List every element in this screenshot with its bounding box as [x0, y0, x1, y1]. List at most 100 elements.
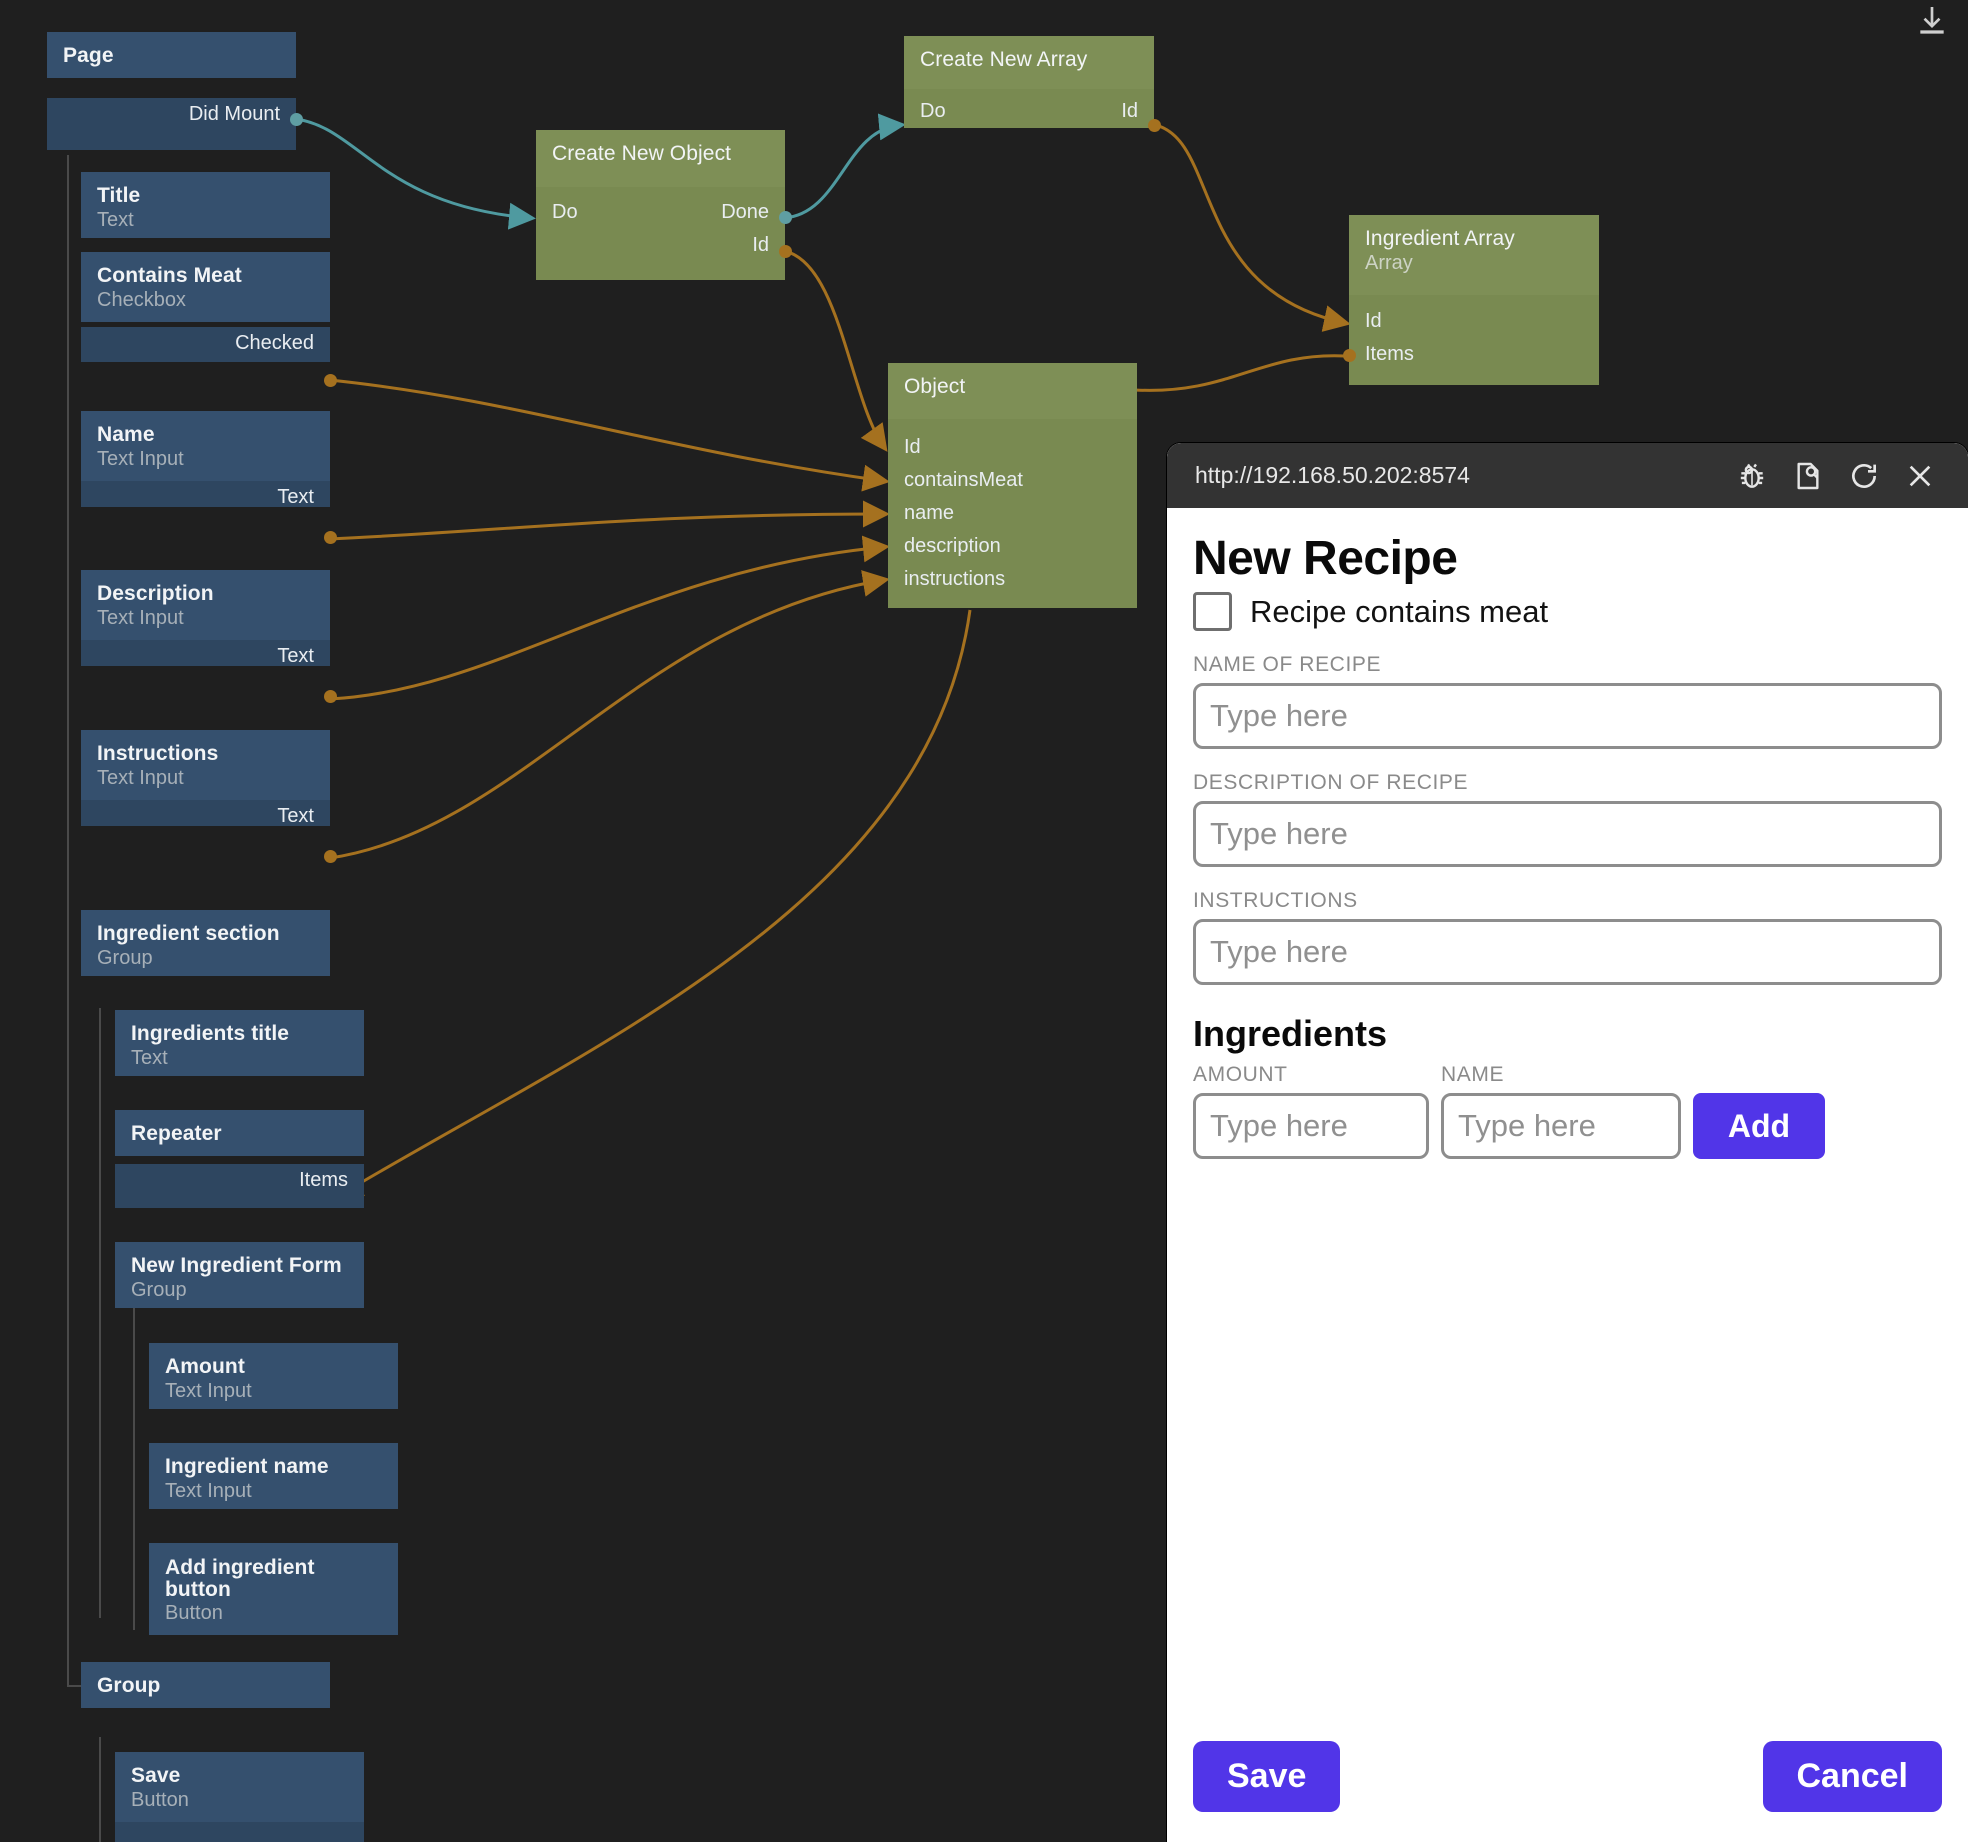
port-do[interactable]: Do	[552, 201, 578, 223]
port-text[interactable]: Text	[277, 805, 314, 826]
node-subtitle: Text	[131, 1047, 168, 1070]
node-ingredient-section[interactable]: Ingredient section Group	[81, 910, 330, 976]
node-ingredient-name[interactable]: Ingredient name Text Input	[149, 1443, 398, 1509]
node-title: Add ingredient button	[165, 1556, 315, 1602]
port-dot[interactable]	[290, 113, 303, 126]
node-new-ingredient-form[interactable]: New Ingredient Form Group	[115, 1242, 364, 1308]
node-create-new-object[interactable]: Create New Object Do Done Id	[536, 130, 785, 280]
contains-meat-row[interactable]: Recipe contains meat	[1193, 592, 1942, 632]
node-header: Instructions Text Input	[81, 730, 330, 801]
save-button[interactable]: Save	[1193, 1741, 1341, 1812]
port-done[interactable]: Done	[721, 201, 769, 223]
node-subtitle: Array	[1365, 252, 1413, 275]
port-dot[interactable]	[1343, 349, 1356, 362]
url-text[interactable]: http://192.168.50.202:8574	[1195, 462, 1470, 488]
port-id[interactable]: Id	[752, 234, 769, 256]
tree-guide	[67, 1685, 89, 1687]
node-create-new-array[interactable]: Create New Array Do Id	[904, 36, 1154, 128]
field-name-of-recipe: NAME OF RECIPE Type here	[1193, 653, 1942, 771]
inspect-page-icon[interactable]	[1784, 452, 1832, 500]
port-name[interactable]: name	[904, 502, 955, 524]
node-header: Amount Text Input	[149, 1343, 398, 1409]
field-label: DESCRIPTION OF RECIPE	[1193, 771, 1469, 795]
ingredient-name-input[interactable]: Type here	[1441, 1093, 1681, 1160]
node-body: Text	[81, 640, 330, 666]
node-description[interactable]: Description Text Input Text	[81, 570, 330, 666]
node-subtitle: Button	[131, 1789, 189, 1812]
node-header: Ingredients title Text	[115, 1010, 364, 1076]
node-body	[115, 1822, 364, 1842]
field-description-of-recipe: DESCRIPTION OF RECIPE Type here	[1193, 771, 1942, 889]
field-label: INSTRUCTIONS	[1193, 889, 1358, 913]
port-dot[interactable]	[324, 850, 337, 863]
node-body: Do Id	[904, 89, 1154, 128]
node-save[interactable]: Save Button	[115, 1752, 364, 1842]
form-footer: Save Cancel	[1193, 1741, 1942, 1842]
node-header: Page	[47, 32, 296, 79]
node-title: Contains Meat	[97, 264, 242, 287]
node-subtitle: Text Input	[165, 1480, 252, 1503]
port-dot[interactable]	[1148, 119, 1161, 132]
port-containsmeat[interactable]: containsMeat	[904, 469, 1023, 491]
tree-guide	[99, 1737, 101, 1842]
port-text[interactable]: Text	[277, 645, 314, 666]
port-text[interactable]: Text	[277, 486, 314, 507]
port-checked[interactable]: Checked	[235, 332, 314, 355]
node-page[interactable]: Page Did Mount	[47, 32, 296, 150]
node-subtitle: Checkbox	[97, 289, 186, 312]
node-subtitle: Button	[165, 1602, 223, 1625]
node-add-ingredient-button[interactable]: Add ingredient button Button	[149, 1543, 398, 1636]
port-dot[interactable]	[324, 531, 337, 544]
add-ingredient-button[interactable]: Add	[1693, 1093, 1825, 1160]
port-do[interactable]: Do	[920, 100, 946, 122]
node-title: Instructions	[97, 742, 219, 765]
bug-icon[interactable]	[1728, 452, 1776, 500]
port-description[interactable]: description	[904, 535, 1001, 557]
node-title: Save	[131, 1764, 181, 1787]
node-amount[interactable]: Amount Text Input	[149, 1343, 398, 1409]
port-id[interactable]: Id	[904, 436, 921, 458]
port-dot[interactable]	[324, 374, 337, 387]
download-icon[interactable]	[1910, 2, 1954, 42]
node-title: Create New Array	[920, 48, 1088, 71]
reload-icon[interactable]	[1840, 452, 1888, 500]
port-items[interactable]: Items	[299, 1169, 348, 1192]
node-title: Ingredient name	[165, 1455, 329, 1478]
contains-meat-label: Recipe contains meat	[1250, 593, 1549, 629]
port-items[interactable]: Items	[1365, 343, 1414, 365]
port-id[interactable]: Id	[1365, 310, 1382, 332]
node-ingredients-title[interactable]: Ingredients title Text	[115, 1010, 364, 1076]
node-body: Id containsMeat name description instruc…	[888, 419, 1137, 608]
node-instructions[interactable]: Instructions Text Input Text	[81, 730, 330, 826]
node-contains-meat[interactable]: Contains Meat Checkbox Checked	[81, 252, 330, 362]
port-id[interactable]: Id	[1121, 100, 1138, 122]
tree-guide	[67, 155, 69, 1685]
instructions-input[interactable]: Type here	[1193, 919, 1942, 986]
node-title: New Ingredient Form	[131, 1254, 342, 1277]
node-repeater[interactable]: Repeater Items	[115, 1110, 364, 1208]
node-name[interactable]: Name Text Input Text	[81, 411, 330, 507]
node-header: Group	[81, 1662, 330, 1709]
node-subtitle: Group	[97, 947, 153, 970]
node-title: Title	[97, 184, 141, 207]
contains-meat-checkbox[interactable]	[1193, 592, 1232, 632]
port-instructions[interactable]: instructions	[904, 568, 1006, 590]
node-subtitle: Text Input	[97, 448, 184, 471]
node-ingredient-array[interactable]: Ingredient Array Array Id Items	[1349, 215, 1599, 385]
description-of-recipe-input[interactable]: Type here	[1193, 801, 1942, 868]
node-object[interactable]: Object Id containsMeat name description …	[888, 363, 1137, 608]
node-group[interactable]: Group	[81, 1662, 330, 1714]
node-header: Create New Object	[536, 130, 785, 187]
placeholder: Type here	[1210, 1108, 1348, 1144]
name-of-recipe-input[interactable]: Type here	[1193, 683, 1942, 750]
close-icon[interactable]	[1896, 452, 1944, 500]
port-did-mount[interactable]: Did Mount	[188, 103, 280, 126]
port-dot[interactable]	[779, 211, 792, 224]
amount-input[interactable]: Type here	[1193, 1093, 1429, 1160]
node-title[interactable]: Title Text	[81, 172, 330, 238]
port-dot[interactable]	[324, 690, 337, 703]
node-title: Create New Object	[552, 142, 732, 165]
cancel-button[interactable]: Cancel	[1762, 1741, 1942, 1812]
node-subtitle: Text Input	[97, 767, 184, 790]
port-dot[interactable]	[779, 245, 792, 258]
